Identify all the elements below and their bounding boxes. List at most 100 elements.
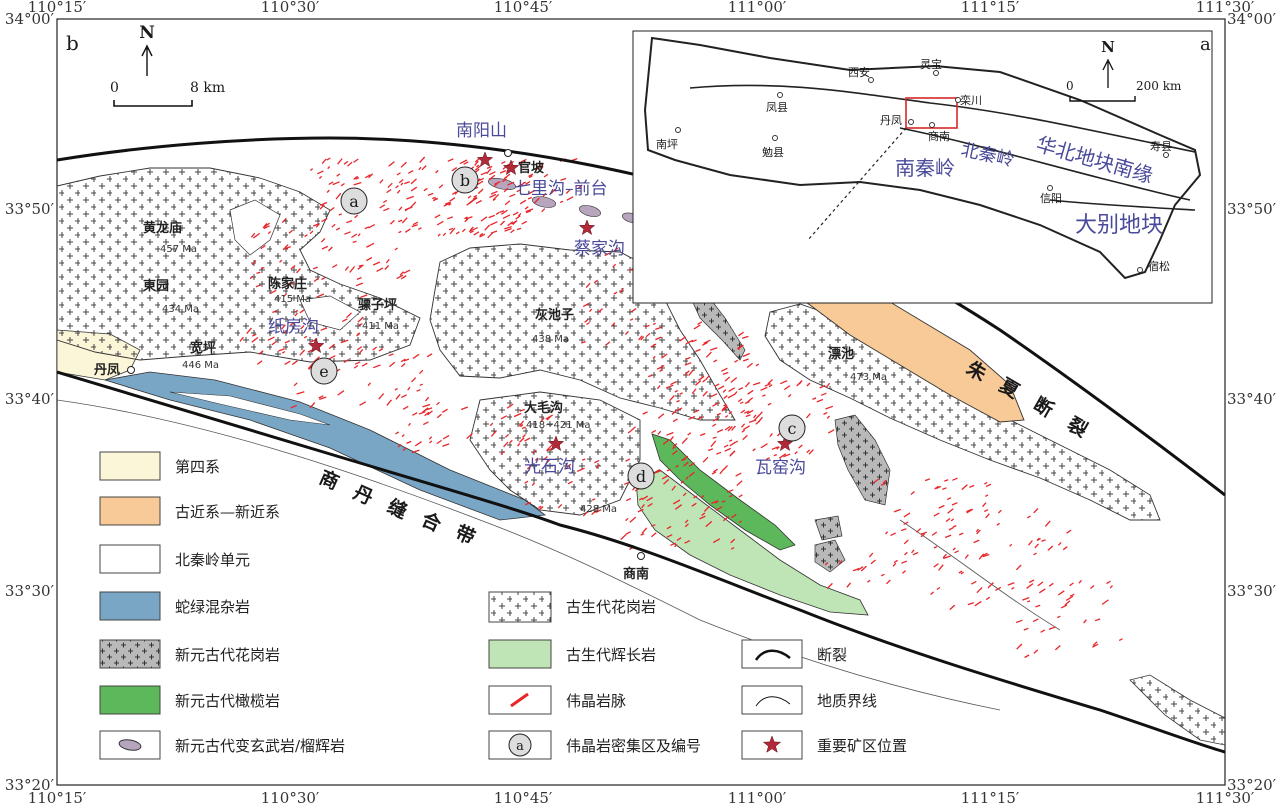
- pegmatite-dike: [652, 355, 656, 359]
- pegmatite-dike: [442, 443, 450, 447]
- mine-wayaogou: 瓦窑沟: [755, 458, 806, 478]
- pegmatite-dike: [691, 502, 697, 507]
- pegmatite-dike: [825, 405, 834, 410]
- pegmatite-dike: [484, 224, 491, 231]
- pegmatite-dike: [316, 293, 325, 298]
- pegmatite-dike: [586, 321, 590, 326]
- pegmatite-dike: [688, 369, 694, 377]
- pegmatite-dike: [255, 284, 262, 288]
- pegmatite-dike: [683, 461, 689, 467]
- paleozoic-gabbro: [635, 469, 869, 616]
- pegmatite-dike: [566, 463, 572, 468]
- pegmatite-dike: [387, 182, 393, 189]
- pegmatite-dike: [738, 331, 744, 337]
- pegmatite-dike: [400, 161, 407, 168]
- pegmatite-dike: [517, 183, 525, 188]
- pegmatite-dike: [317, 170, 324, 175]
- pegmatite-dike: [283, 292, 288, 297]
- pegmatite-dike: [655, 336, 662, 341]
- pegmatite-dike: [284, 360, 291, 365]
- pegmatite-dike: [951, 502, 958, 506]
- pegmatite-dike: [716, 412, 721, 416]
- pegmatite-dike: [260, 266, 265, 270]
- pegmatite-dike: [281, 218, 287, 224]
- pegmatite-dike: [885, 531, 889, 535]
- pegmatite-dike: [671, 485, 677, 491]
- pegmatite-dike: [400, 182, 404, 186]
- pegmatite-dike: [490, 221, 498, 226]
- pegmatite-dike: [742, 352, 751, 358]
- age-damaogou: 418~421 Ma: [526, 420, 591, 431]
- pegmatite-dike: [500, 415, 508, 420]
- pegmatite-dike: [359, 401, 367, 406]
- pegmatite-dike: [984, 482, 988, 485]
- pegmatite-dike: [473, 231, 480, 236]
- pegmatite-dike: [1060, 604, 1068, 609]
- pegmatite-dike: [422, 403, 431, 408]
- legend-ophiolite: 蛇绿混杂岩: [175, 598, 250, 616]
- pegmatite-dike: [354, 361, 361, 365]
- pegmatite-dike: [566, 196, 574, 201]
- pegmatite-dike: [438, 184, 444, 189]
- pegmatite-dike: [383, 207, 390, 212]
- pegmatite-dike: [640, 533, 645, 536]
- coord-left-4: 33°30′: [5, 582, 55, 600]
- pegmatite-dike: [312, 222, 320, 227]
- pegmatite-dike: [504, 227, 512, 232]
- pegmatite-dike: [328, 246, 333, 252]
- pegmatite-dike: [504, 200, 511, 206]
- pegmatite-dike: [368, 224, 376, 229]
- pegmatite-dike: [352, 240, 357, 244]
- age-huanglongmiao: 457 Ma: [160, 244, 197, 255]
- pegmatite-dike: [372, 346, 378, 351]
- zone-b-label: b: [460, 171, 470, 190]
- pegmatite-dike: [476, 180, 484, 186]
- pegmatite-dike: [647, 374, 653, 378]
- pegmatite-dike: [935, 485, 942, 490]
- pegmatite-dike: [860, 565, 867, 572]
- pegmatite-dike: [507, 221, 514, 227]
- city-mianxian: 勉县: [762, 145, 784, 159]
- pegmatite-dike: [1040, 629, 1046, 633]
- pegmatite-dike: [970, 580, 977, 585]
- pegmatite-dike: [474, 165, 481, 171]
- pegmatite-dike: [652, 322, 657, 326]
- pegmatite-dike: [507, 181, 515, 186]
- pegmatite-dike: [691, 339, 697, 343]
- age-south: 428 Ma: [580, 504, 617, 515]
- pegmatite-dike: [638, 497, 643, 501]
- pegmatite-dike: [722, 515, 730, 522]
- pegmatite-dike: [582, 302, 590, 308]
- pegmatite-dike: [480, 171, 487, 176]
- legend-swatch-pz-granite: [488, 591, 552, 623]
- mine-labels: 南阳山 七里沟–前台 蔡家沟 纸房沟 光石沟 瓦窑沟: [268, 121, 806, 478]
- zone-circle-icon: [508, 733, 532, 757]
- pegmatite-dike: [728, 387, 736, 392]
- pegmatite-dike: [294, 312, 298, 317]
- pegmatite-dike: [567, 480, 573, 485]
- mine-star-icon: [762, 735, 782, 753]
- pegmatite-dike: [436, 439, 442, 445]
- pegmatite-dike: [911, 549, 915, 554]
- pegmatite-dike: [401, 434, 405, 438]
- pegmatite-dike: [741, 423, 746, 428]
- coord-bottom-3: 110°45′: [494, 789, 553, 806]
- pegmatite-dike: [447, 216, 454, 220]
- age-chuanyuan: 434 Ma: [162, 304, 199, 315]
- pegmatite-dike: [499, 169, 507, 174]
- pegmatite-dike: [737, 398, 743, 403]
- pegmatite-dike: [730, 450, 736, 456]
- pegmatite-dike: [726, 489, 734, 493]
- pegmatite-dike: [410, 178, 417, 185]
- pegmatite-dike: [613, 247, 619, 252]
- pegmatite-dike: [747, 397, 754, 403]
- pegmatite-dike: [303, 335, 308, 339]
- pegmatite-dike: [480, 216, 488, 222]
- pegmatite-dike: [982, 502, 987, 508]
- pegmatite-dike: [451, 191, 457, 196]
- pegmatite-dike: [401, 217, 408, 224]
- legend-swatch-north-qinling: [99, 544, 161, 574]
- pegmatite-dike: [721, 500, 726, 503]
- pegmatite-dike: [521, 426, 526, 430]
- pegmatite-dike: [326, 189, 330, 193]
